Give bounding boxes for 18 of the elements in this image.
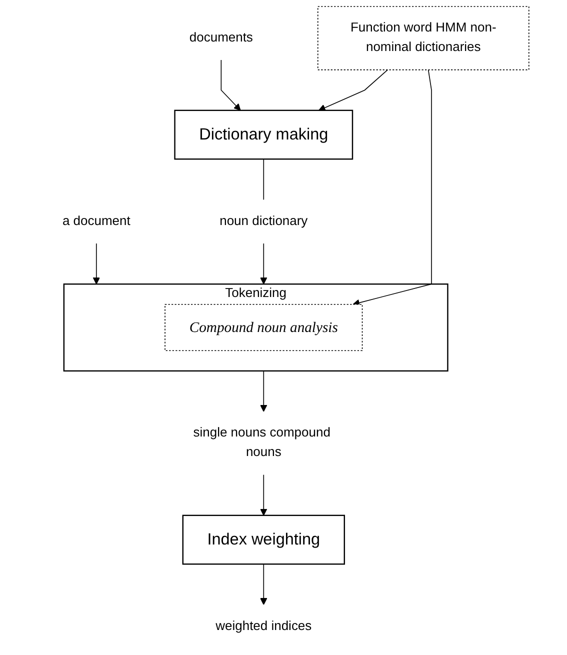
node-box: Compound noun analysis [164, 304, 363, 352]
node-box: Function word HMM non-nominal dictionaries [317, 6, 530, 70]
arrow [260, 370, 268, 412]
node-text: documents [189, 30, 253, 45]
arrow [92, 243, 100, 284]
node-box: Dictionary making [174, 110, 354, 160]
node-box: Index weighting [182, 514, 345, 565]
arrow [220, 60, 241, 111]
arrow [318, 69, 388, 112]
node-text: single nouns compound nouns [193, 426, 330, 460]
arrow [352, 69, 432, 306]
node-text: noun dictionary [220, 214, 308, 228]
node-text: a document [62, 214, 130, 228]
arrow [260, 243, 268, 284]
arrow [260, 564, 268, 605]
node-text: weighted indices [216, 619, 312, 634]
connector [263, 158, 264, 200]
arrow [260, 474, 268, 516]
